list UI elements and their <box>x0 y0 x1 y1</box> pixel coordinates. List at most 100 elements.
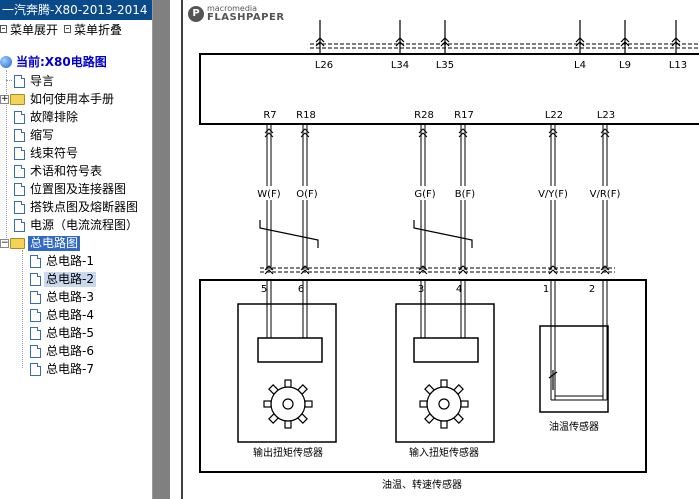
svg-text:L9: L9 <box>619 60 631 71</box>
collapse-icon <box>64 25 72 33</box>
input-torque-sensor: 输入扭矩传感器 <box>395 303 495 459</box>
logo-line-2: FLASHPAPER <box>207 12 285 23</box>
pin-number-labels: 5 6 3 4 1 2 <box>261 284 595 295</box>
gear-icon <box>419 379 469 429</box>
svg-text:4: 4 <box>456 284 462 295</box>
svg-text:W(F): W(F) <box>257 189 281 200</box>
tree-item-troubleshooting[interactable]: 故障排除 <box>14 108 80 126</box>
page-icon <box>14 128 25 142</box>
wire-color-labels: W(F) O(F) G(F) B(F) V/Y(F) V/R(F) <box>252 186 626 200</box>
svg-text:L4: L4 <box>574 60 586 71</box>
lower-connector-bus <box>260 265 615 275</box>
tree-line <box>6 70 7 242</box>
tree-item-wiring-diagram[interactable]: − 总电路图 <box>0 235 81 251</box>
wiring-diagram: L26 L34 L35 L4 L9 L13 R7 R18 R28 R17 L22… <box>181 0 699 499</box>
sensor-lead-wires <box>266 280 608 401</box>
svg-text:L23: L23 <box>597 110 615 121</box>
tree-child-circuit-4[interactable]: 总电路-4 <box>30 306 96 324</box>
svg-text:R18: R18 <box>296 110 316 121</box>
expand-icon <box>0 25 7 33</box>
page-icon <box>30 290 41 304</box>
menu-bar: 菜单展开 菜单折叠 <box>0 20 152 38</box>
tree-child-circuit-6[interactable]: 总电路-6 <box>30 342 96 360</box>
globe-icon <box>0 56 12 68</box>
expand-toggle-icon[interactable]: + <box>0 93 9 104</box>
twisted-pair-markers <box>259 220 473 248</box>
flashpaper-logo: P macromedia FLASHPAPER <box>188 5 285 23</box>
svg-text:2: 2 <box>589 284 595 295</box>
expand-menu-button[interactable]: 菜单展开 <box>0 21 58 38</box>
svg-text:L22: L22 <box>545 110 563 121</box>
top-wires <box>315 20 681 54</box>
svg-text:输出扭矩传感器: 输出扭矩传感器 <box>253 446 323 459</box>
svg-text:O(F): O(F) <box>296 189 318 200</box>
svg-text:5: 5 <box>261 284 267 295</box>
mid-connector-labels: R7 R18 R28 R17 L22 L23 <box>263 110 615 121</box>
tree-item-power[interactable]: 电源（电流流程图） <box>14 216 140 234</box>
open-folder-icon <box>10 237 25 249</box>
svg-text:L35: L35 <box>436 60 454 71</box>
svg-text:V/Y(F): V/Y(F) <box>538 189 568 200</box>
svg-text:L13: L13 <box>669 60 687 71</box>
tree-item-how-to-use[interactable]: + 如何使用本手册 <box>0 91 115 106</box>
page-icon <box>30 326 41 340</box>
top-dashed-bus <box>310 43 699 49</box>
tree-child-circuit-1[interactable]: 总电路-1 <box>30 252 96 270</box>
page-icon <box>30 308 41 322</box>
control-module-box <box>199 53 699 125</box>
svg-text:V/R(F): V/R(F) <box>590 189 621 200</box>
tree-child-circuit-2[interactable]: 总电路-2 <box>30 270 96 288</box>
svg-text:油温传感器: 油温传感器 <box>549 420 599 433</box>
tree-item-ground-fuse[interactable]: 搭铁点图及熔断器图 <box>14 198 140 216</box>
tree-item-location-diagrams[interactable]: 位置图及连接器图 <box>14 180 128 198</box>
page-icon <box>14 218 25 232</box>
collapse-menu-button[interactable]: 菜单折叠 <box>64 21 122 38</box>
page-icon <box>30 362 41 376</box>
document-page[interactable]: P macromedia FLASHPAPER <box>170 0 699 499</box>
svg-text:R17: R17 <box>454 110 474 121</box>
svg-text:1: 1 <box>543 284 549 295</box>
page-icon <box>14 110 25 124</box>
output-torque-sensor: 输出扭矩传感器 <box>237 303 337 459</box>
svg-text:输入扭矩传感器: 输入扭矩传感器 <box>409 446 479 459</box>
folder-icon <box>10 93 25 105</box>
tree-line <box>6 80 12 81</box>
collapse-menu-label: 菜单折叠 <box>74 22 123 37</box>
sensor-assembly-box <box>199 279 647 473</box>
sensor-group-label: 油温、转速传感器 <box>382 478 462 491</box>
collapse-toggle-icon[interactable]: − <box>0 237 9 248</box>
tree-item-abbreviations[interactable]: 缩写 <box>14 126 56 144</box>
top-connector-labels: L26 L34 L35 L4 L9 L13 <box>315 60 687 71</box>
expand-menu-label: 菜单展开 <box>10 22 59 37</box>
oil-temperature-sensor: 油温传感器 <box>539 325 609 433</box>
document-viewer[interactable]: P macromedia FLASHPAPER <box>153 0 699 499</box>
tree-child-circuit-3[interactable]: 总电路-3 <box>30 288 96 306</box>
svg-text:G(F): G(F) <box>414 189 435 200</box>
tree-item-terms[interactable]: 术语和符号表 <box>14 162 104 180</box>
svg-text:L26: L26 <box>315 60 333 71</box>
page-icon <box>14 164 25 178</box>
tree-item-harness-symbols[interactable]: 线束符号 <box>14 144 80 162</box>
tree-root[interactable]: 当前:X80电路图 <box>0 53 109 71</box>
svg-text:6: 6 <box>298 284 304 295</box>
page-icon <box>14 146 25 160</box>
tree-child-circuit-5[interactable]: 总电路-5 <box>30 324 96 342</box>
tree-line <box>22 250 23 368</box>
flashpaper-logo-icon: P <box>188 6 204 22</box>
page-icon <box>30 344 41 358</box>
gear-icon <box>263 379 313 429</box>
svg-text:R28: R28 <box>414 110 434 121</box>
logo-line-1: macromedia <box>207 4 258 13</box>
tree-root-label: 当前:X80电路图 <box>16 54 107 69</box>
page-icon <box>14 182 25 196</box>
page-icon <box>30 254 41 268</box>
page-icon <box>14 200 25 214</box>
navigation-panel: 一汽奔腾-X80-2013-2014 菜单展开 菜单折叠 当前:X80电路图 导… <box>0 0 153 499</box>
svg-text:B(F): B(F) <box>455 189 476 200</box>
tree-child-circuit-7[interactable]: 总电路-7 <box>30 360 96 378</box>
svg-text:L34: L34 <box>391 60 409 71</box>
svg-text:R7: R7 <box>263 110 276 121</box>
window-title: 一汽奔腾-X80-2013-2014 <box>0 0 152 20</box>
tree-item-intro[interactable]: 导言 <box>14 72 56 90</box>
page-icon <box>30 272 41 286</box>
